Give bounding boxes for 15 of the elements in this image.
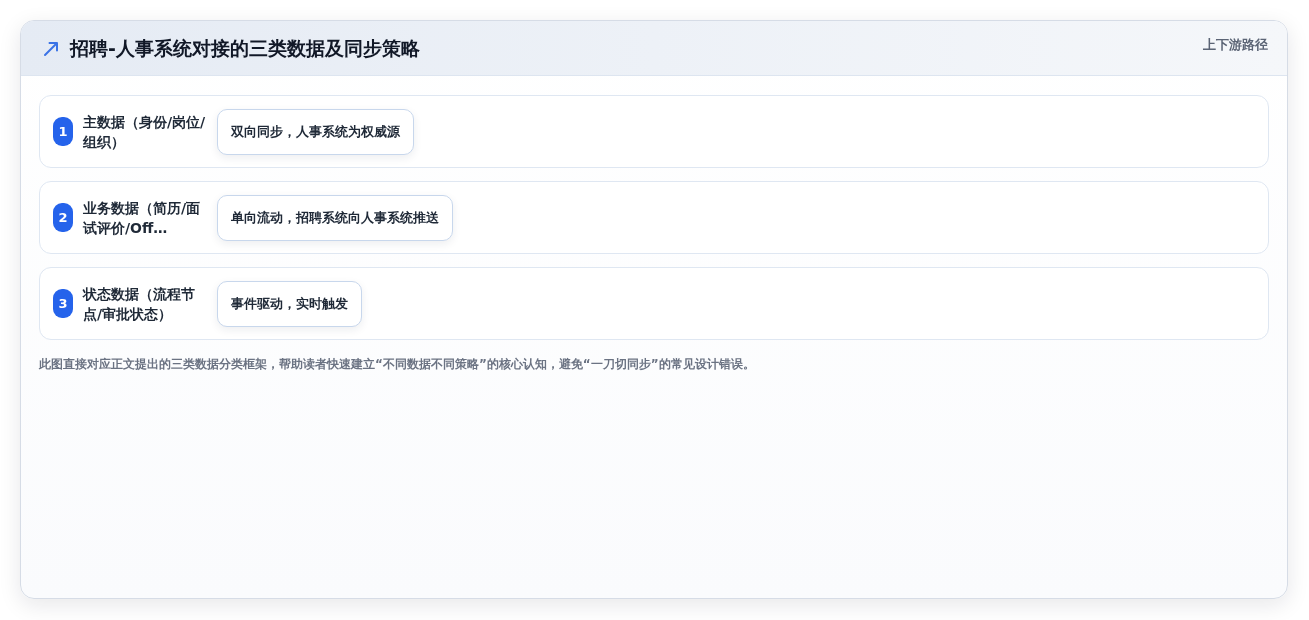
strategy-tag: 双向同步，人事系统为权威源: [217, 109, 414, 155]
category-card: [39, 95, 1269, 168]
category-label: 业务数据（简历/面试评价/Off…: [83, 198, 202, 238]
number-badge: 1: [53, 117, 73, 146]
strategy-tag: 单向流动，招聘系统向人事系统推送: [217, 195, 453, 241]
number-badge: 3: [53, 289, 73, 318]
diagram-title: 招聘-人事系统对接的三类数据及同步策略: [70, 36, 420, 61]
category-label: 状态数据（流程节点/审批状态）: [83, 284, 196, 324]
number-badge: 2: [53, 203, 73, 232]
category-card: [39, 267, 1269, 340]
header-note: 上下游路径: [1203, 36, 1268, 54]
caption-text: 此图直接对应正文提出的三类数据分类框架，帮助读者快速建立“不同数据不同策略”的核心认知，避免“一刀切同步”的常见设计错误。: [39, 356, 755, 373]
category-card: [39, 181, 1269, 254]
category-label: 主数据（身份/岗位/组织）: [83, 112, 207, 152]
strategy-tag: 事件驱动，实时触发: [217, 281, 362, 327]
